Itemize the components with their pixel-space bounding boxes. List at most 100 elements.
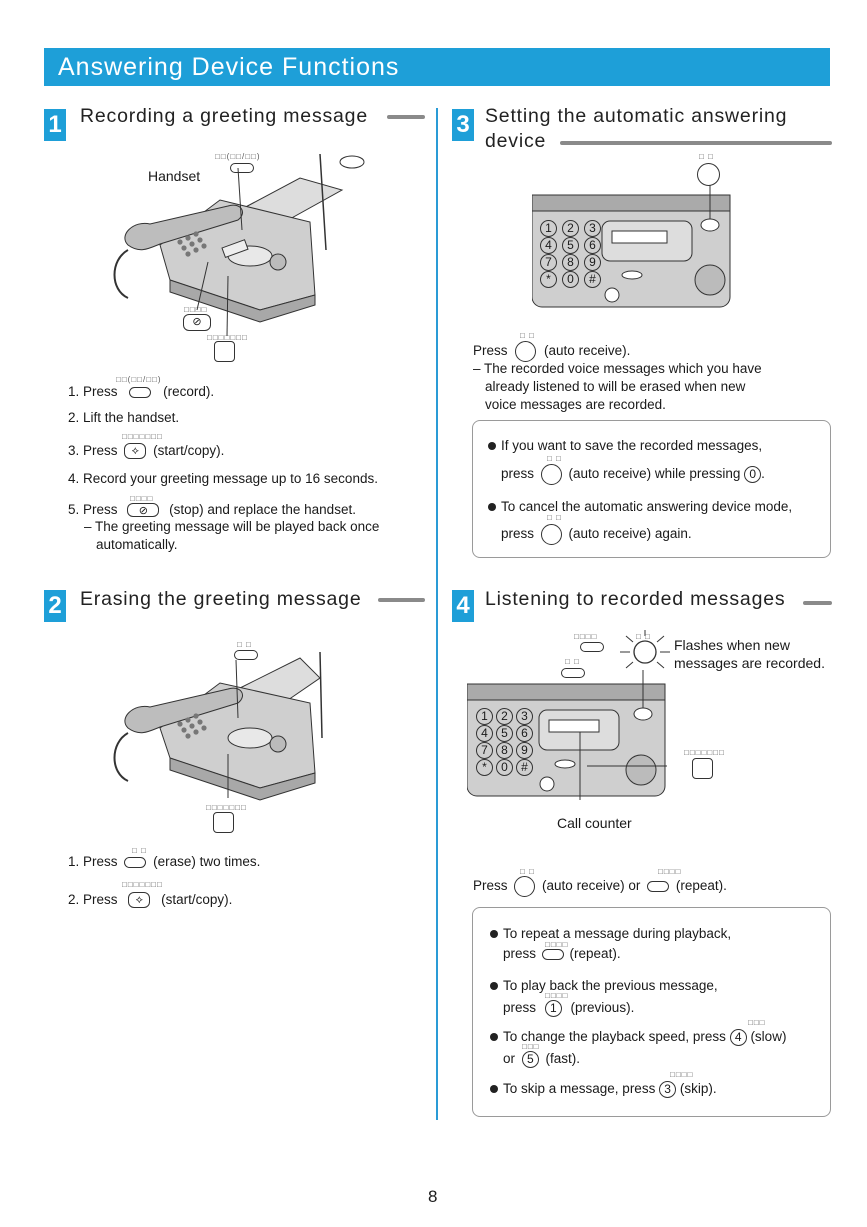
s3-tip1-line1: If you want to save the recorded message…	[488, 437, 762, 454]
s4-tip1-line2: press (repeat).	[503, 946, 621, 961]
column-divider	[436, 108, 438, 1120]
start-button-callout-4[interactable]	[692, 758, 713, 779]
key-hash[interactable]: #	[516, 759, 533, 776]
key-3[interactable]: 3	[584, 220, 601, 237]
section-heading-erasing: Erasing the greeting message	[80, 588, 362, 610]
s3-tip2-line2: press (auto receive) again.	[501, 524, 692, 545]
key-7[interactable]: 7	[476, 742, 493, 759]
erase-button-callout[interactable]	[234, 650, 258, 660]
start-key-caption: □□□□□□□	[122, 432, 163, 441]
key-4[interactable]: 4	[476, 725, 493, 742]
stop-key-icon: ⊘	[127, 503, 160, 518]
key-4-icon: 4	[729, 1028, 747, 1046]
s3-note-line3: voice messages are recorded.	[485, 397, 666, 412]
erase-key-caption: □ □	[132, 846, 147, 855]
s4-tip3-caption-slow: □□□	[748, 1018, 766, 1027]
s4-tip2-caption: □□□□	[545, 991, 569, 1000]
key-9[interactable]: 9	[584, 254, 601, 271]
key-star[interactable]: *	[476, 759, 493, 776]
key-0[interactable]: 0	[496, 759, 513, 776]
repeat-button-callout[interactable]	[580, 642, 604, 652]
flash-label-line1: Flashes when new	[674, 637, 790, 653]
key-3-icon: 3	[659, 1080, 677, 1098]
start-button-callout[interactable]	[214, 341, 235, 362]
handset-label: Handset	[148, 168, 201, 184]
key-8[interactable]: 8	[562, 254, 579, 271]
step-1-2: 2. Lift the handset.	[68, 410, 180, 425]
s4-tip-box	[472, 907, 831, 1117]
section-heading-setting: Setting the automatic answering	[485, 105, 788, 127]
step-1-note-line1: – The greeting message will be played ba…	[84, 519, 380, 534]
key-4[interactable]: 4	[540, 237, 557, 254]
auto-receive-key-icon	[540, 524, 562, 545]
key-6[interactable]: 6	[516, 725, 533, 742]
step-2-1: 1. Press (erase) two times.	[68, 854, 261, 869]
key-5-icon: 5	[521, 1050, 539, 1068]
key-hash[interactable]: #	[584, 271, 601, 288]
s3-tip1-line2: press (auto receive) while pressing 0.	[501, 464, 765, 485]
key-3[interactable]: 3	[516, 708, 533, 725]
step-number-2: 2	[44, 590, 66, 622]
auto-receive-caption: □ □	[699, 152, 714, 161]
section-heading-recording: Recording a greeting message	[80, 105, 368, 127]
key-star[interactable]: *	[540, 271, 557, 288]
page-number: 8	[428, 1187, 438, 1206]
step-1-1: 1. Press (record).	[68, 384, 215, 399]
key-6[interactable]: 6	[584, 237, 601, 254]
erase-button-caption: □ □	[237, 640, 252, 649]
auto-receive-caption-4: □ □	[636, 632, 651, 641]
heading-rule	[387, 115, 425, 119]
record-button-caption: □□(□□/□□)	[215, 152, 261, 161]
flash-label-line2: messages are recorded.	[674, 655, 825, 671]
title-banner: Answering Device Functions	[44, 48, 830, 86]
s3-note-line1: – The recorded voice messages which you …	[473, 361, 762, 376]
key-9[interactable]: 9	[516, 742, 533, 759]
key-0[interactable]: 0	[562, 271, 579, 288]
key-1[interactable]: 1	[476, 708, 493, 725]
step-number-3: 3	[452, 109, 474, 141]
s4-tip2-line2: press 1 (previous).	[503, 999, 635, 1017]
step-1-4: 4. Record your greeting message up to 16…	[68, 471, 378, 486]
key-1[interactable]: 1	[540, 220, 557, 237]
s3-note-line2: already listened to will be erased when …	[485, 379, 746, 394]
section-heading-setting-line2: device	[485, 130, 547, 152]
s4-tip1-line1: To repeat a message during playback,	[490, 925, 731, 942]
start-button-callout-2[interactable]	[213, 812, 234, 833]
heading-rule	[560, 141, 832, 145]
heading-rule	[378, 598, 425, 602]
section-heading-listening: Listening to recorded messages	[485, 588, 786, 610]
auto-receive-key-icon	[514, 876, 536, 897]
fax-machine-illustration-2	[113, 651, 323, 801]
s4-tip3-line1: To change the playback speed, press 4 (s…	[490, 1028, 786, 1046]
s4-tip3-line2: or 5 (fast).	[503, 1050, 581, 1068]
fax-machine-illustration	[113, 153, 365, 337]
step-number-1: 1	[44, 109, 66, 141]
key-2[interactable]: 2	[562, 220, 579, 237]
auto-receive-callout[interactable]	[697, 163, 720, 186]
step-number-4: 4	[452, 590, 474, 622]
erase-button-caption-4: □ □	[565, 657, 580, 666]
start-key-icon-2: ⟡	[128, 892, 151, 909]
s3-tip1-caption: □ □	[547, 454, 562, 463]
repeat-key-icon	[647, 881, 670, 892]
erase-button-callout-4[interactable]	[561, 668, 585, 678]
stop-button-callout[interactable]: ⊘	[183, 314, 211, 331]
flashing-auto-receive-icon	[620, 630, 670, 669]
record-button-callout[interactable]	[230, 163, 254, 173]
repeat-key-icon	[541, 948, 564, 960]
heading-rule	[803, 601, 832, 605]
key-2[interactable]: 2	[496, 708, 513, 725]
key-5[interactable]: 5	[496, 725, 513, 742]
s3-press-line: Press (auto receive).	[473, 341, 630, 362]
s3-tip2-line1: To cancel the automatic answering device…	[488, 498, 792, 515]
auto-receive-key-caption: □ □	[520, 331, 535, 340]
step-1-3: 3. Press ⟡ (start/copy).	[68, 443, 225, 460]
key-7[interactable]: 7	[540, 254, 557, 271]
s3-tip-box	[472, 420, 831, 558]
page-title: Answering Device Functions	[58, 53, 400, 81]
start-key-icon: ⟡	[124, 443, 147, 460]
key-8[interactable]: 8	[496, 742, 513, 759]
start-key-caption-2: □□□□□□□	[122, 880, 163, 889]
key-5[interactable]: 5	[562, 237, 579, 254]
record-key-caption: □□(□□/□□)	[116, 375, 162, 384]
